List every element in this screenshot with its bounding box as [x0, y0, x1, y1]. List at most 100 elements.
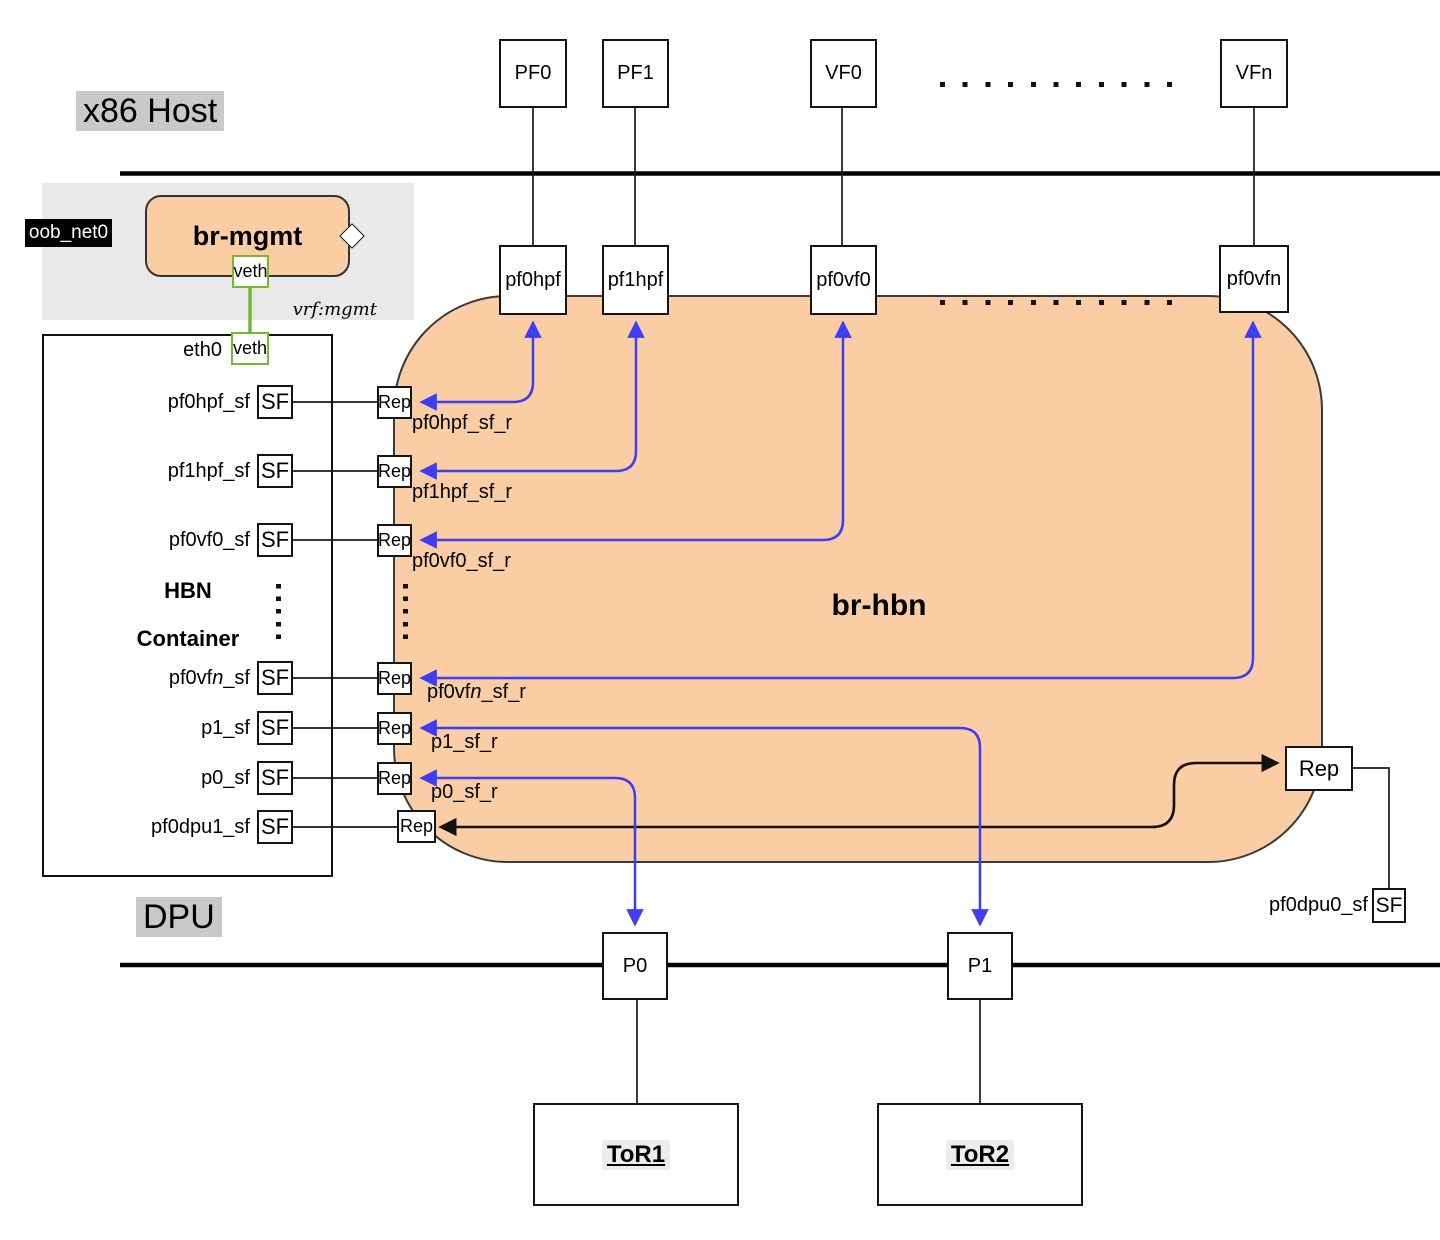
- row4-pre: p1_sf: [201, 717, 250, 739]
- tor1-switch: ToR1: [533, 1103, 739, 1206]
- rep-label-p1-sf-r: p1_sf_r: [431, 731, 498, 754]
- host-port-pf1: PF1: [602, 39, 669, 108]
- rep4-pre: p1_sf_r: [431, 731, 498, 753]
- rep2-text: Rep: [377, 530, 412, 550]
- rep-right-text: Rep: [1298, 755, 1340, 781]
- sf-box-pf0vf0: SF: [257, 523, 293, 557]
- pf0hpf-label: pf0hpf: [505, 268, 561, 291]
- rep-box-pf0dpu0: Rep: [1285, 746, 1353, 791]
- oob-net0-badge: oob_net0: [25, 219, 112, 247]
- rep0-pre: pf0hpf_sf_r: [412, 412, 513, 434]
- row1-pre: pf1hpf_sf: [167, 460, 250, 482]
- ellipsis-dots-sf-column: [276, 584, 281, 640]
- rep-box-pf0hpf: Rep: [377, 386, 412, 419]
- uplink-pf0vf0: pf0vf0: [810, 245, 877, 315]
- label-pf0dpu0-sf: pf0dpu0_sf: [1240, 894, 1368, 917]
- eth0-label: eth0: [150, 339, 222, 362]
- rep-label-pf0vfn-sf-r: pf0vfn_sf_r: [427, 681, 526, 704]
- rep3-post: _sf_r: [481, 681, 526, 703]
- rep1-text: Rep: [377, 461, 412, 481]
- sf2-text: SF: [260, 527, 290, 552]
- veth-upper-port: veth: [232, 255, 269, 288]
- rep-box-pf0dpu1: Rep: [397, 810, 436, 843]
- rep-label-pf1hpf-sf-r: pf1hpf_sf_r: [412, 481, 512, 504]
- pf1-label: PF1: [617, 62, 654, 84]
- veth-lower-label: veth: [232, 338, 268, 358]
- tor2-label: ToR2: [945, 1139, 1015, 1170]
- host-port-vf0: VF0: [810, 39, 877, 108]
- host-port-vfn: VFn: [1220, 39, 1288, 108]
- tor1-label: ToR1: [601, 1139, 671, 1170]
- uplink-pf0hpf: pf0hpf: [499, 245, 567, 315]
- rep-box-pf0vf0: Rep: [377, 524, 412, 557]
- container-title: Container: [108, 626, 268, 652]
- sf-box-pf1hpf: SF: [257, 454, 293, 488]
- rep2-pre: pf0vf0_sf_r: [412, 550, 511, 572]
- sf-box-pf0hpf: SF: [257, 385, 293, 419]
- sf-right-text: SF: [1375, 893, 1403, 917]
- veth-upper-label: veth: [233, 261, 268, 281]
- hbn-container-box: [42, 334, 333, 877]
- rep3-pre: pf0vf: [427, 681, 471, 703]
- rep3-it: n: [470, 681, 482, 703]
- container-title-text: Container: [136, 626, 240, 651]
- host-label-text: x86 Host: [76, 91, 225, 131]
- row5-pre: p0_sf: [201, 767, 250, 789]
- row-label-pf1hpf-sf: pf1hpf_sf: [95, 460, 250, 483]
- row-label-pf0dpu1-sf: pf0dpu1_sf: [95, 816, 250, 839]
- row6-pre: pf0dpu1_sf: [151, 816, 250, 838]
- sf5-text: SF: [260, 765, 290, 790]
- vf0-label: VF0: [825, 62, 862, 84]
- rep0-text: Rep: [377, 392, 412, 412]
- plain-connectors: [293, 108, 1390, 1103]
- pf0vf0-label: pf0vf0: [816, 268, 871, 291]
- ellipsis-dots-top: [940, 82, 1172, 87]
- row3-it: n: [212, 667, 224, 689]
- vrf-mgmt-text: vrf:mgmt: [292, 299, 377, 320]
- row-label-pf0hpf-sf: pf0hpf_sf: [95, 391, 250, 414]
- dpu-section-label: DPU: [136, 897, 222, 937]
- row2-pre: pf0vf0_sf: [168, 529, 250, 551]
- sf1-text: SF: [260, 458, 290, 483]
- p0-label: P0: [622, 954, 648, 977]
- br-hbn-label: br-hbn: [779, 589, 979, 623]
- sf-box-pf0dpu0: SF: [1372, 888, 1406, 923]
- sf-box-p0: SF: [257, 761, 293, 795]
- hbn-title-text: HBN: [164, 578, 212, 603]
- uplink-pf0vfn: pf0vfn: [1219, 245, 1289, 313]
- ellipsis-dots-bridge: [940, 300, 1172, 305]
- sf3-text: SF: [260, 665, 290, 690]
- rep-arrows: [419, 320, 1262, 927]
- rep-box-p1: Rep: [377, 712, 412, 745]
- rep-label-p0-sf-r: p0_sf_r: [431, 781, 498, 804]
- pf1hpf-label: pf1hpf: [607, 268, 664, 291]
- dpu-label-text: DPU: [136, 897, 222, 937]
- hbn-title: HBN: [128, 578, 248, 604]
- host-section-label: x86 Host: [76, 91, 225, 131]
- row-label-p1-sf: p1_sf: [95, 717, 250, 740]
- vfn-label: VFn: [1235, 62, 1273, 84]
- row-label-p0-sf: p0_sf: [95, 767, 250, 790]
- uplink-pf1hpf: pf1hpf: [602, 245, 669, 315]
- p1-label: P1: [967, 954, 993, 977]
- rep-box-pf1hpf: Rep: [377, 455, 412, 488]
- row-label-pf0vfn-sf: pf0vfn_sf: [95, 667, 250, 690]
- rep-label-pf0hpf-sf-r: pf0hpf_sf_r: [412, 412, 512, 435]
- veth-lower-port: veth: [231, 332, 269, 365]
- rep3-text: Rep: [377, 668, 412, 688]
- port-p0: P0: [602, 932, 668, 1000]
- pf0dpu1-arrow: [438, 753, 1280, 837]
- sf0-text: SF: [260, 389, 290, 414]
- br-hbn-text: br-hbn: [831, 589, 927, 622]
- sf-box-p1: SF: [257, 711, 293, 745]
- sf4-text: SF: [260, 715, 290, 740]
- rep5-pre: p0_sf_r: [431, 781, 498, 803]
- row3-pre: pf0vf: [168, 667, 213, 689]
- eth0-text: eth0: [183, 339, 222, 361]
- rep6-text: Rep: [399, 816, 434, 836]
- pf0vfn-label: pf0vfn: [1226, 267, 1282, 290]
- rep-box-pf0vfn: Rep: [377, 662, 412, 695]
- row3-post: _sf: [223, 667, 250, 689]
